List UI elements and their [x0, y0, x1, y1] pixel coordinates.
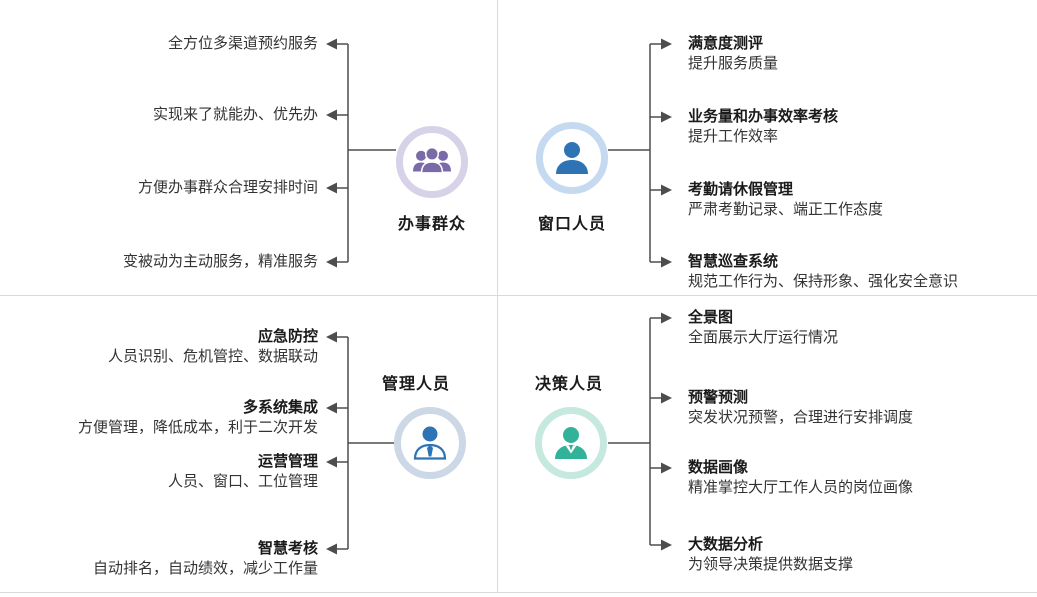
item-desc: 提升工作效率 — [688, 128, 779, 145]
item-title: 预警预测 — [688, 389, 749, 406]
item-title: 智慧考核 — [257, 540, 318, 557]
item-title: 方便办事群众合理安排时间 — [137, 179, 318, 196]
item-desc: 突发状况预警，合理进行安排调度 — [688, 409, 914, 426]
list-item: 方便办事群众合理安排时间 — [20, 178, 318, 198]
item-desc: 严肃考勤记录、端正工作态度 — [688, 201, 884, 218]
item-desc: 提升服务质量 — [688, 55, 779, 72]
list-item: 变被动为主动服务，精准服务 — [20, 252, 318, 272]
people-group-icon — [396, 126, 468, 198]
person-icon — [536, 122, 608, 194]
person-glyph — [556, 142, 588, 174]
item-title: 全方位多渠道预约服务 — [167, 35, 318, 52]
list-item: 智慧巡查系统 规范工作行为、保持形象、强化安全意识 — [688, 252, 1028, 292]
item-title: 全景图 — [688, 309, 734, 326]
vertical-divider — [497, 0, 498, 592]
item-title: 应急防控 — [257, 328, 318, 345]
list-item: 考勤请休假管理 严肃考勤记录、端正工作态度 — [688, 180, 1028, 220]
list-item: 多系统集成 方便管理，降低成本，利于二次开发 — [20, 398, 318, 438]
item-desc: 人员、窗口、工位管理 — [167, 473, 318, 490]
item-title: 业务量和办事效率考核 — [688, 108, 839, 125]
list-item: 数据画像 精准掌控大厅工作人员的岗位画像 — [688, 458, 1028, 498]
list-item: 智慧考核 自动排名，自动绩效，减少工作量 — [20, 539, 318, 579]
person-collar-glyph — [555, 427, 587, 459]
persona-label-window: 窗口人员 — [537, 216, 606, 233]
person-tie-glyph — [413, 426, 447, 460]
persona-label-management: 管理人员 — [381, 376, 450, 393]
person-tie-icon — [394, 407, 466, 479]
item-title: 数据画像 — [688, 459, 749, 476]
people-group-glyph — [413, 146, 451, 174]
item-title: 考勤请休假管理 — [688, 181, 794, 198]
item-title: 多系统集成 — [242, 399, 318, 416]
list-item: 预警预测 突发状况预警，合理进行安排调度 — [688, 388, 1028, 428]
item-desc: 规范工作行为、保持形象、强化安全意识 — [688, 273, 959, 290]
list-item: 应急防控 人员识别、危机管控、数据联动 — [20, 327, 318, 367]
list-item: 满意度测评 提升服务质量 — [688, 34, 1028, 74]
item-desc: 精准掌控大厅工作人员的岗位画像 — [688, 479, 914, 496]
item-title: 满意度测评 — [688, 35, 764, 52]
list-item: 运营管理 人员、窗口、工位管理 — [20, 452, 318, 492]
person-collar-icon — [535, 407, 607, 479]
bottom-divider — [0, 592, 1037, 593]
item-title: 实现来了就能办、优先办 — [152, 106, 318, 123]
item-desc: 方便管理，降低成本，利于二次开发 — [77, 419, 318, 436]
persona-label-public: 办事群众 — [397, 216, 466, 233]
item-title: 大数据分析 — [688, 536, 764, 553]
item-title: 智慧巡查系统 — [688, 253, 779, 270]
list-item: 实现来了就能办、优先办 — [20, 105, 318, 125]
list-item: 业务量和办事效率考核 提升工作效率 — [688, 107, 1028, 147]
item-desc: 为领导决策提供数据支撑 — [688, 556, 854, 573]
item-desc: 自动排名，自动绩效，减少工作量 — [92, 560, 318, 577]
item-title: 运营管理 — [257, 453, 318, 470]
list-item: 大数据分析 为领导决策提供数据支撑 — [688, 535, 1028, 575]
list-item: 全方位多渠道预约服务 — [20, 34, 318, 54]
persona-label-decision: 决策人员 — [534, 376, 603, 393]
item-desc: 全面展示大厅运行情况 — [688, 329, 839, 346]
item-title: 变被动为主动服务，精准服务 — [122, 253, 318, 270]
list-item: 全景图 全面展示大厅运行情况 — [688, 308, 1028, 348]
item-desc: 人员识别、危机管控、数据联动 — [107, 348, 318, 365]
horizontal-divider — [0, 295, 1037, 296]
